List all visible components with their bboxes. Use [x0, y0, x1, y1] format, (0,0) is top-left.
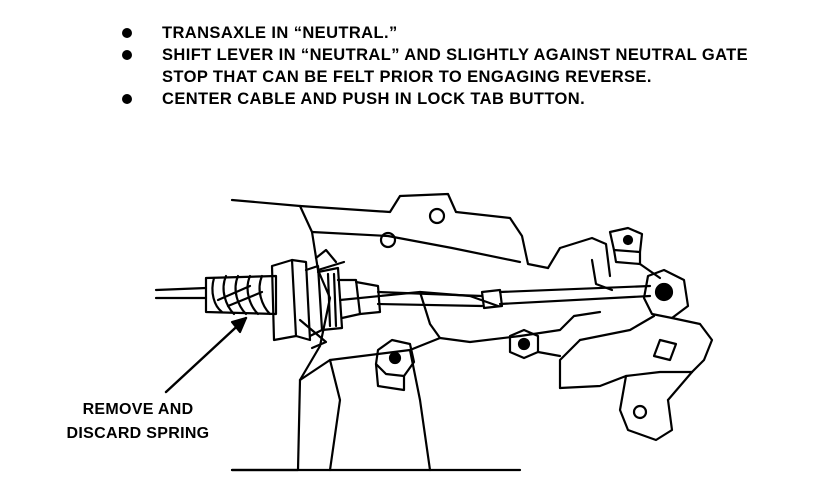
instruction-item: TRANSAXLE IN “NEUTRAL.”: [118, 22, 798, 44]
cable-spring: [204, 274, 278, 316]
bullet-icon: [122, 50, 132, 60]
callout-leader-arrow: [164, 316, 248, 394]
instruction-text: SHIFT LEVER IN “NEUTRAL” AND SLIGHTLY AG…: [162, 46, 749, 86]
bullet-icon: [122, 94, 132, 104]
instruction-text: CENTER CABLE AND PUSH IN LOCK TAB BUTTON…: [162, 90, 586, 108]
callout-line-2: DISCARD SPRING: [66, 425, 210, 442]
cable-conduit: [154, 286, 208, 300]
instruction-list: TRANSAXLE IN “NEUTRAL.” SHIFT LEVER IN “…: [118, 22, 798, 110]
instruction-item: CENTER CABLE AND PUSH IN LOCK TAB BUTTON…: [118, 88, 798, 110]
transaxle-housing: [230, 192, 550, 472]
callout-line-1: REMOVE AND: [82, 401, 194, 418]
cable-core-rod: [376, 284, 652, 310]
lever-nut: [508, 328, 562, 360]
instruction-item: SHIFT LEVER IN “NEUTRAL” AND SLIGHTLY AG…: [118, 44, 798, 88]
housing-bolt: [374, 338, 416, 392]
shift-lever-bracket: [518, 226, 714, 442]
cable-lock-fitting: [270, 248, 382, 350]
bullet-icon: [122, 28, 132, 38]
spring-callout: REMOVE AND DISCARD SPRING: [58, 398, 218, 446]
instruction-text: TRANSAXLE IN “NEUTRAL.”: [162, 24, 398, 42]
